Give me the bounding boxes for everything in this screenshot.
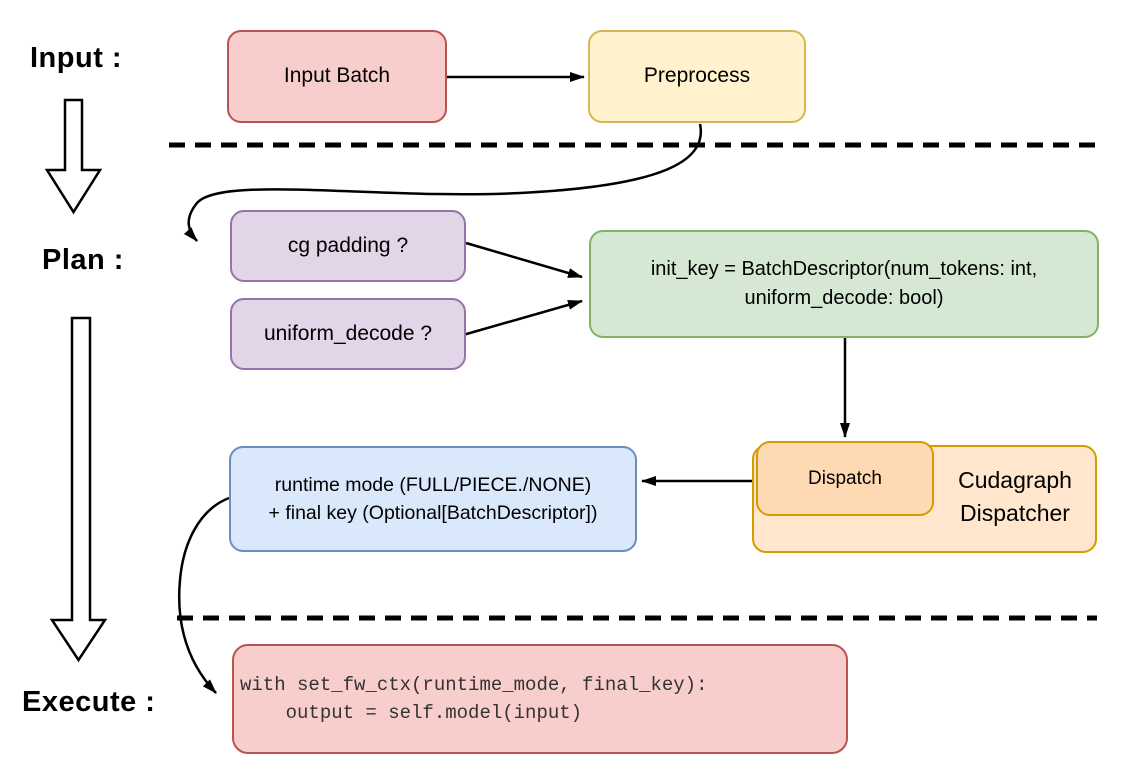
input-batch-label: Input Batch [283,64,391,88]
uniform-decode-node: uniform_decode ? [230,298,466,370]
init-key-line1: init_key = BatchDescriptor(num_tokens: i… [650,258,1038,280]
dispatch-label: Dispatch [808,467,882,489]
arrow-runtime-to-execute [177,496,230,694]
uniform-decode-label: uniform_decode ? [263,321,433,345]
input-to-plan-arrow [44,98,103,215]
plan-section-label: Plan : [42,244,124,276]
execute-section-label: Execute : [22,686,156,718]
arrow-preprocess-to-cgpadding [183,123,703,242]
runtime-mode-line2: + final key (Optional[BatchDescriptor]) [268,502,598,524]
cudagraph-dispatcher-label: Cudagraph Dispatcher [958,467,1072,527]
init-key-line2: uniform_decode: bool) [744,287,944,309]
dispatch-node: Dispatch [756,441,934,516]
execute-code-line2: output = self.model(input) [240,702,583,724]
cg-padding-node: cg padding ? [230,210,466,282]
execute-code-line1: with set_fw_ctx(runtime_mode, final_key)… [240,673,708,696]
input-section-label: Input : [30,42,123,74]
init-key-node: init_key = BatchDescriptor(num_tokens: i… [589,230,1099,338]
cg-padding-label: cg padding ? [287,233,409,257]
arrow-uniformdecode-to-initkey [462,299,583,337]
execute-code-node: with set_fw_ctx(runtime_mode, final_key)… [232,644,848,754]
preprocess-node: Preprocess [588,30,806,123]
plan-to-execute-arrow [49,316,108,663]
arrow-cgpadding-to-initkey [465,241,583,279]
preprocess-label: Preprocess [643,64,751,88]
runtime-mode-node: runtime mode (FULL/PIECE./NONE) + final … [229,446,637,552]
input-batch-node: Input Batch [227,30,447,123]
runtime-mode-line1: runtime mode (FULL/PIECE./NONE) [274,473,592,496]
